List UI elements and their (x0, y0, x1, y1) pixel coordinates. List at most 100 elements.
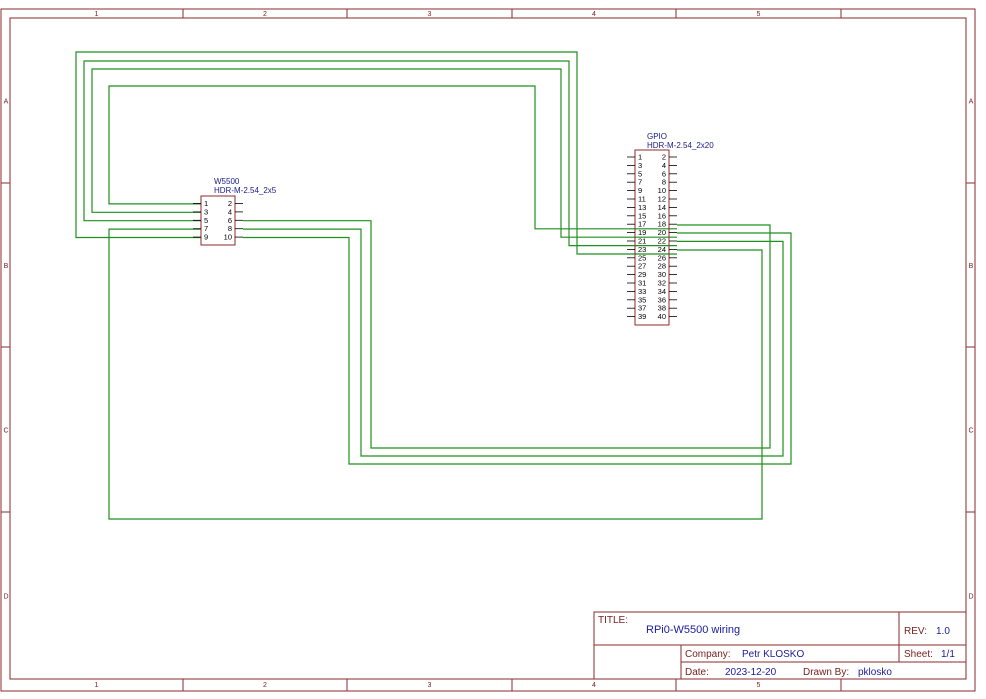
title-label: TITLE: (598, 615, 628, 626)
pin-number: 27 (638, 262, 646, 271)
pin-number: 2 (662, 153, 666, 162)
pin-number: 26 (658, 253, 666, 262)
pin-number: 12 (658, 195, 666, 204)
pin-number: 1 (638, 153, 642, 162)
pin-number: 1 (204, 199, 208, 208)
frame-column-label: 4 (592, 682, 596, 689)
pin-number: 16 (658, 211, 666, 220)
date-label: Date: (685, 667, 709, 678)
pin-number: 2 (228, 199, 232, 208)
wire (91, 68, 677, 238)
frame-column-label: 2 (263, 682, 267, 689)
pin-number: 11 (638, 195, 646, 204)
frame-row-label: B (4, 263, 9, 270)
pin-number: 28 (658, 262, 666, 271)
pin-number: 22 (658, 237, 666, 246)
pin-number: 33 (638, 287, 646, 296)
pin-number: 15 (638, 211, 646, 220)
pin-number: 7 (204, 224, 208, 233)
outer-frame (0, 8, 976, 692)
frame-row-label: D (968, 594, 973, 601)
wire (243, 220, 771, 449)
frame-column-label: 3 (428, 682, 432, 689)
wire (75, 51, 677, 255)
frame-row-label: A (969, 99, 974, 106)
pin-number: 13 (638, 203, 646, 212)
frame-row-label: C (968, 428, 973, 435)
drawn-by-label: Drawn By: (803, 667, 849, 678)
wire (243, 228, 784, 457)
pin-number: 3 (638, 161, 642, 170)
pin-number: 3 (204, 207, 208, 216)
gpio-body (634, 149, 670, 326)
component-w5500[interactable]: W5500 HDR-M-2.54_2x5 1 2 3 4 5 6 7 8 9 10 (193, 177, 277, 246)
company-label: Company: (685, 649, 731, 660)
pin-number: 21 (638, 237, 646, 246)
pin-number: 8 (228, 224, 232, 233)
rev-label: REV: (904, 626, 927, 637)
pin-number: 10 (224, 233, 232, 242)
pin-number: 5 (638, 169, 642, 178)
pin-number: 6 (662, 169, 666, 178)
pin-number: 29 (638, 270, 646, 279)
sheet-value: 1/1 (941, 649, 955, 660)
pin-number: 14 (658, 203, 666, 212)
pin-number: 40 (658, 312, 666, 321)
company-value: Petr KLOSKO (742, 649, 804, 660)
pin-number: 39 (638, 312, 646, 321)
pin-number: 32 (658, 279, 666, 288)
drawn-by-value: pklosko (858, 667, 892, 678)
gpio-value: HDR-M-2.54_2x20 (647, 141, 714, 150)
pin-number: 25 (638, 253, 646, 262)
frame-column-label: 5 (757, 11, 761, 18)
pin-number: 9 (204, 233, 208, 242)
frame-column-label: 5 (757, 682, 761, 689)
wire (243, 232, 792, 465)
pin-number: 19 (638, 228, 646, 237)
title-value: RPi0-W5500 wiring (646, 624, 740, 636)
w5500-value: HDR-M-2.54_2x5 (214, 186, 277, 195)
frame-column-label: 2 (263, 11, 267, 18)
wire (108, 85, 677, 230)
pin-number: 38 (658, 304, 666, 313)
pin-number: 17 (638, 220, 646, 229)
wires (75, 51, 792, 520)
pin-number: 4 (662, 161, 666, 170)
wire (83, 60, 677, 247)
pin-number: 6 (228, 216, 232, 225)
frame-column-label: 3 (428, 11, 432, 18)
pin-number: 36 (658, 295, 666, 304)
frame-row-label: A (4, 99, 9, 106)
pin-number: 4 (228, 207, 232, 216)
pin-number: 37 (638, 304, 646, 313)
frame-zone-ticks (1, 9, 975, 691)
w5500-pins: 1 2 3 4 5 6 7 8 9 10 (193, 199, 243, 242)
pin-number: 35 (638, 295, 646, 304)
frame-row-label: D (3, 594, 8, 601)
pin-number: 31 (638, 279, 646, 288)
frame-column-label: 4 (592, 11, 596, 18)
title-block (593, 611, 967, 680)
frame-column-label: 1 (95, 11, 99, 18)
sheet-label: Sheet: (904, 649, 933, 660)
pin-number: 34 (658, 287, 666, 296)
rev-value: 1.0 (936, 626, 950, 637)
wire (108, 228, 763, 520)
pin-number: 23 (638, 245, 646, 254)
inner-frame (9, 17, 967, 680)
w5500-ref: W5500 (214, 177, 240, 186)
pin-number: 20 (658, 228, 666, 237)
pin-number: 9 (638, 186, 642, 195)
pin-number: 10 (658, 186, 666, 195)
pin-number: 30 (658, 270, 666, 279)
frame-column-label: 1 (95, 682, 99, 689)
pin-number: 18 (658, 220, 666, 229)
pin-number: 7 (638, 178, 642, 187)
pin-number: 8 (662, 178, 666, 187)
date-value: 2023-12-20 (725, 667, 777, 678)
pin-number: 5 (204, 216, 208, 225)
